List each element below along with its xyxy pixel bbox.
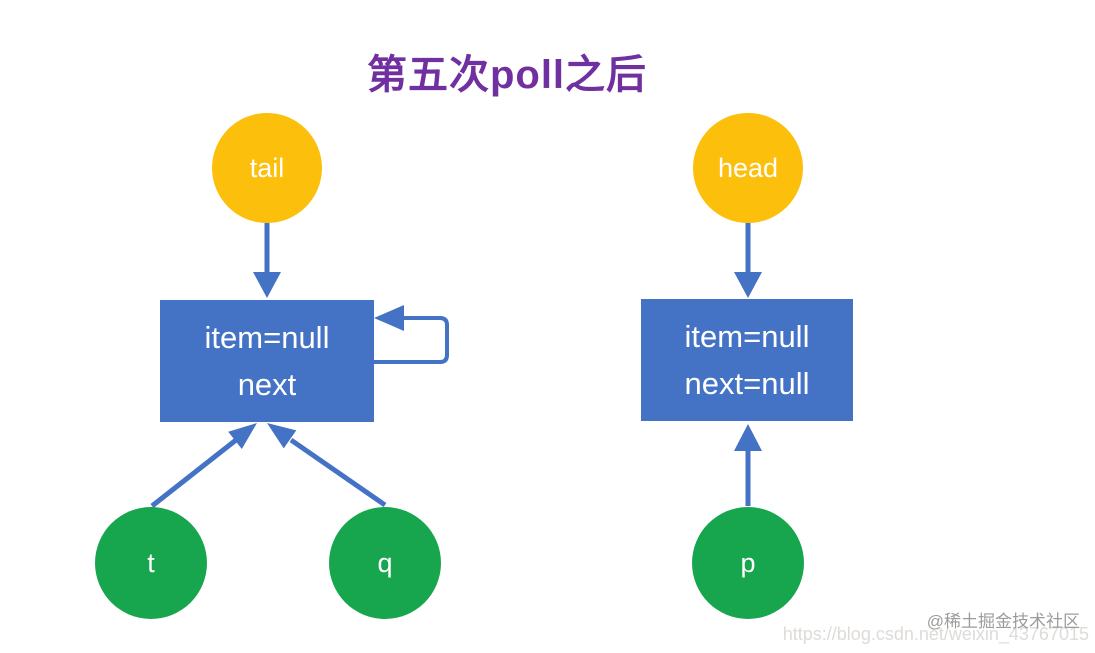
watermark-url: https://blog.csdn.net/weixin_43767015 bbox=[782, 624, 1089, 644]
arrow-t-to-node-head bbox=[228, 423, 257, 449]
arrow-head-to-node-head bbox=[734, 272, 762, 298]
node-right-next-line: next=null bbox=[684, 366, 810, 401]
arrow-q-to-node-head bbox=[267, 423, 297, 449]
arrow-t-to-node-line bbox=[150, 438, 238, 508]
node-left-next-line: next bbox=[237, 367, 297, 402]
self-loop-line bbox=[370, 316, 449, 364]
var-circle-q-label: q bbox=[377, 547, 393, 578]
pointer-circle-tail: tail bbox=[212, 113, 322, 223]
arrow-p-to-node-head bbox=[734, 424, 762, 451]
var-circle-t: t bbox=[95, 507, 207, 619]
arrow-q-to-node-line bbox=[289, 437, 387, 508]
node-box-right: item=null next=null bbox=[641, 299, 853, 421]
diagram-title: 第五次poll之后 bbox=[366, 53, 648, 97]
pointer-circle-head-label: head bbox=[717, 152, 779, 183]
self-loop-arrow-head bbox=[374, 305, 404, 331]
node-right-item-line: item=null bbox=[684, 319, 810, 354]
var-circle-p: p bbox=[692, 507, 804, 619]
var-circle-q: q bbox=[329, 507, 441, 619]
var-circle-t-label: t bbox=[147, 547, 155, 578]
node-box-left: item=null next bbox=[160, 300, 374, 422]
arrow-tail-to-node-head bbox=[253, 272, 281, 298]
node-left-item-line: item=null bbox=[204, 320, 330, 355]
var-circle-p-label: p bbox=[740, 547, 756, 578]
pointer-circle-tail-label: tail bbox=[249, 152, 285, 183]
watermark-community: @稀土掘金技术社区 bbox=[926, 612, 1080, 631]
pointer-circle-head: head bbox=[693, 113, 803, 223]
